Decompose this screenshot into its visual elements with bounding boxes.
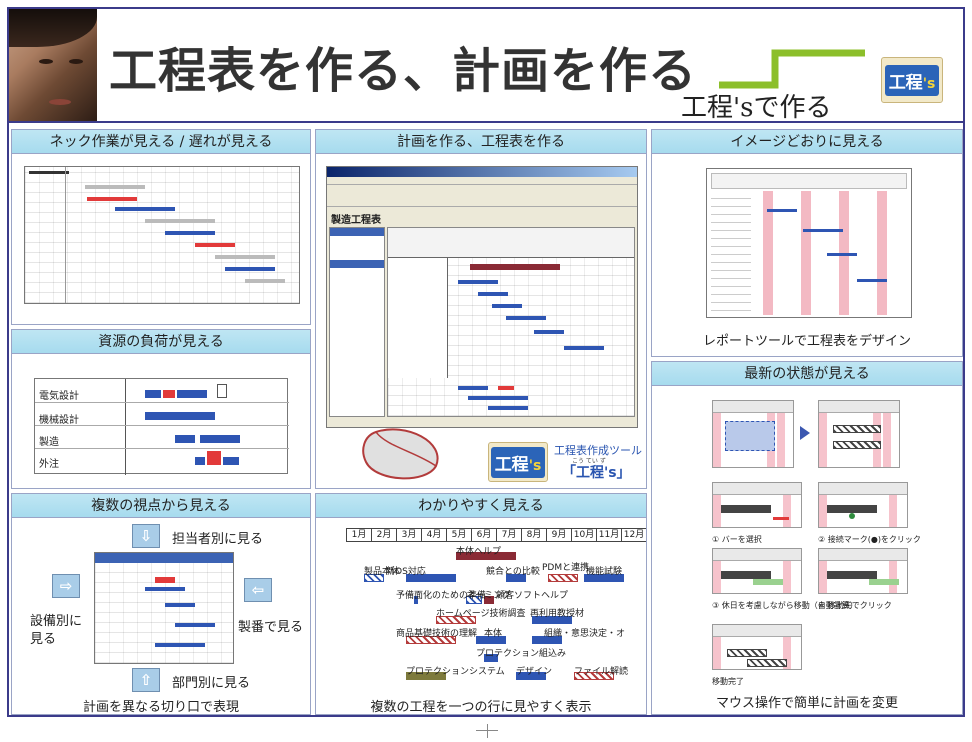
month-cell: 11月 [596, 528, 622, 542]
task-label: 競合との比較 [486, 567, 540, 577]
panel-title: ネック作業が見える / 遅れが見える [12, 130, 310, 154]
month-cell: 12月 [621, 528, 646, 542]
resource-row-label: 機械設計 [39, 415, 79, 426]
panel-caption: マウス操作で簡単に計画を変更 [715, 696, 898, 711]
view-by-equipment-label-2: 見る [30, 632, 57, 647]
panel-title: 資源の負荷が見える [12, 330, 310, 354]
month-cell: 4月 [421, 528, 447, 542]
resource-chart: 電気設計 機械設計 製造 外注 [34, 378, 289, 475]
panel-title: わかりやすく見える [316, 494, 646, 518]
task-label: 顧客ソフトヘルプ [496, 591, 569, 601]
kouteis-logo-small: 工程's [488, 442, 548, 482]
arrow-right-icon: ⇨ [52, 574, 80, 598]
crop-mark [476, 724, 498, 738]
calendar-step3 [712, 548, 802, 594]
month-cell: 5月 [446, 528, 472, 542]
month-cell: 9月 [546, 528, 572, 542]
app-window-screenshot: 製造工程表 [326, 166, 638, 428]
panel-make-plan: 計画を作る、工程表を作る 製造工程表 [315, 129, 647, 489]
calendar-step4 [818, 548, 908, 594]
task-label: PDMと連携 [542, 563, 590, 573]
panel-title: 複数の視点から見える [12, 494, 310, 518]
task-label: プロテクション組込み [476, 649, 567, 659]
calendar-after [818, 400, 900, 468]
panel-latest-state: 最新の状態が見える ① バーを選択 ② 接続マーク(●)をクリック [651, 361, 963, 715]
calendar-step5 [712, 624, 802, 670]
panel-title: 最新の状態が見える [652, 362, 962, 386]
step3-caption: ③ 休日を考慮しながら移動（自動計算） [712, 601, 858, 610]
step1-caption: ① バーを選択 [712, 535, 762, 544]
panel-caption: 計画を異なる切り口で表現 [82, 700, 239, 715]
view-by-department-label: 部門別に見る [172, 676, 251, 691]
task-label: ホームページ技術調査 [436, 609, 526, 619]
panel-caption: レポートツールで工程表をデザイン [702, 334, 911, 349]
panel-report-design: イメージどおりに見える レポートツールで工程表をデザイン [651, 129, 963, 357]
view-by-person-label: 担当者別に見る [172, 532, 264, 547]
task-label: 予備面化のための準備 [396, 591, 487, 601]
gantt-screenshot [24, 166, 300, 304]
task-label: 組織・意思決定・オ [544, 629, 626, 639]
task-label: ファイル解読 [574, 667, 629, 677]
arrow-left-icon: ⇦ [244, 578, 272, 602]
task-label: ネーミング [466, 591, 512, 601]
step4-caption: ④ 移動先でクリック [818, 601, 892, 610]
window-title: 製造工程表 [331, 215, 381, 226]
month-cell: 7月 [496, 528, 522, 542]
resource-row-label: 製造 [39, 437, 59, 448]
month-cell: 3月 [396, 528, 422, 542]
header-banner: 工程表を作る、計画を作る 工程'sで作る 工程's [9, 9, 963, 123]
tool-name-line2: 「工程's」 [562, 465, 631, 481]
task-label: プロテクションシステム [406, 667, 505, 677]
step-line-graphic [719, 49, 865, 89]
panel-resource-load: 資源の負荷が見える 電気設計 機械設計 製造 外注 [11, 329, 311, 489]
view-by-product-label: 製番で見る [238, 620, 304, 635]
month-cell: 6月 [471, 528, 497, 542]
task-label: 本体 [484, 629, 503, 639]
task-label: 新OS対応 [386, 567, 426, 577]
view-by-equipment-label-1: 設備別に [30, 614, 83, 629]
panel-multi-view: 複数の視点から見える ⇩ 担当者別に見る ⇨ 設備別に 見る ⇦ 製番で見る ⇧… [11, 493, 311, 715]
tool-name-line1: 工程表作成ツール [554, 444, 642, 457]
task-label: デザイン [516, 667, 553, 677]
panel-caption: 複数の工程を一つの行に見やすく表示 [370, 700, 592, 715]
resource-row-label: 電気設計 [39, 391, 79, 402]
tool-name-ruby: こう てい ず [572, 458, 606, 465]
month-header: 1月2月3月4月5月6月7月8月9月10月11月12月1月2月 [346, 528, 647, 542]
step2-caption: ② 接続マーク(●)をクリック [818, 535, 921, 544]
task-label: 商品基礎技術の理解 [396, 629, 478, 639]
task-label: 本体ヘルプ [456, 547, 502, 557]
resource-row-label: 外注 [39, 459, 59, 470]
main-title: 工程表を作る、計画を作る [109, 43, 698, 99]
task-label: 再利用教授材 [530, 609, 585, 619]
calendar-before [712, 400, 794, 468]
calendar-step1 [712, 482, 802, 528]
month-cell: 2月 [371, 528, 397, 542]
multi-view-screenshot [94, 552, 234, 664]
month-cell: 1月 [646, 528, 647, 542]
kouteis-logo: 工程's [881, 57, 943, 103]
sub-title: 工程'sで作る [681, 93, 832, 123]
mouse-graphic [362, 428, 439, 480]
arrow-right-icon [800, 426, 810, 440]
task-label: 製品本体 [364, 567, 401, 577]
panel-easy-view: わかりやすく見える 1月2月3月4月5月6月7月8月9月10月11月12月1月2… [315, 493, 647, 715]
step5-caption: 移動完了 [712, 677, 744, 686]
panel-title: イメージどおりに見える [652, 130, 962, 154]
calendar-step2 [818, 482, 908, 528]
woman-photo [9, 9, 97, 121]
arrow-down-icon: ⇩ [132, 524, 160, 548]
month-cell: 10月 [571, 528, 597, 542]
panel-neck-delay: ネック作業が見える / 遅れが見える [11, 129, 311, 325]
panel-title: 計画を作る、工程表を作る [316, 130, 646, 154]
month-cell: 8月 [521, 528, 547, 542]
arrow-up-icon: ⇧ [132, 668, 160, 692]
task-label: 機能試験 [586, 567, 623, 577]
month-cell: 1月 [346, 528, 372, 542]
report-screenshot [706, 168, 912, 318]
poster-frame: 工程表を作る、計画を作る 工程'sで作る 工程's ネック作業が見える / 遅れ… [7, 7, 965, 717]
